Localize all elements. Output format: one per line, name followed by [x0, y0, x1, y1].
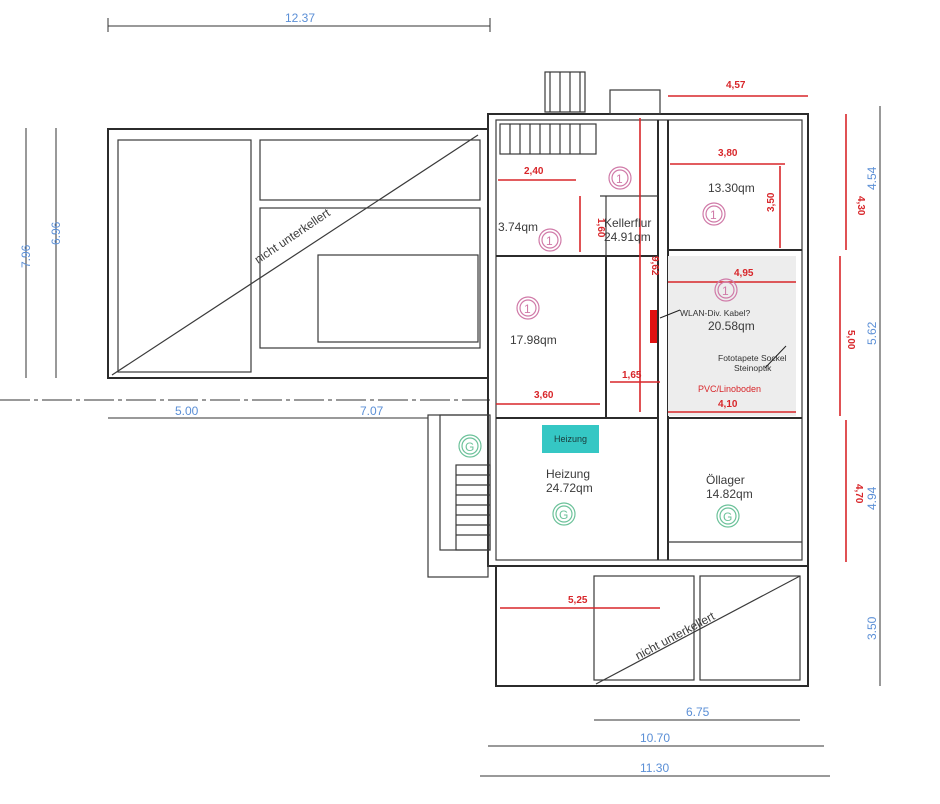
- note-fototapete-2: Steinoptik: [734, 363, 772, 373]
- fototapete-leader: [764, 345, 787, 369]
- dim-red-heating-width: 5,25: [568, 595, 588, 606]
- top-dimension: 12.37: [107, 11, 491, 32]
- dim-red-room13-width: 3,80: [718, 148, 738, 159]
- oellager-name: Öllager: [706, 473, 745, 487]
- heizung-marker-label: Heizung: [553, 434, 588, 444]
- dim-right-lower: 4.94: [865, 486, 879, 510]
- dim-bottom-1: 6.75: [686, 705, 710, 719]
- dim-right-bottom: 3.50: [865, 616, 879, 640]
- dim-red-right-upper: 4,30: [855, 196, 866, 216]
- kellerflur-area: 24.91qm: [604, 230, 651, 244]
- lower-unbasement-block: nicht unterkellert: [495, 565, 809, 687]
- room-20-area: 20.58qm: [708, 319, 755, 333]
- note-fototapete-1: Fototapete Sockel: [718, 353, 787, 363]
- dim-red-passage: 1,65: [622, 370, 642, 381]
- dim-red-oil-height: 4,70: [853, 484, 864, 504]
- dim-red-corridor-width: 2,40: [524, 166, 544, 177]
- dim-red-room20-width: 4,95: [734, 268, 754, 279]
- left-dimensions: 7.96 6.96: [19, 128, 63, 378]
- label-not-basement-bottom: nicht unterkellert: [633, 609, 718, 663]
- left-unbasement-block: nicht unterkellert: [107, 128, 489, 379]
- dim-red-top-stair: 4,57: [726, 80, 746, 91]
- dim-red-room17-width: 3,60: [534, 390, 554, 401]
- dim-red-room20-bottom: 4,10: [718, 399, 738, 410]
- dim-top-total: 12.37: [285, 11, 315, 25]
- dim-right-mid: 5.62: [865, 321, 879, 345]
- room-17-area: 17.98qm: [510, 333, 557, 347]
- small-room-area: 3.74qm: [498, 220, 538, 234]
- wlan-marker: [650, 310, 657, 343]
- marker-5: 1: [722, 284, 729, 298]
- note-floor: PVC/Linoboden: [698, 384, 761, 394]
- oellager-area: 14.82qm: [706, 487, 753, 501]
- right-dimensions: 4.54 5.62 4.94 3.50: [865, 106, 881, 686]
- annotations: WLAN-Div. Kabel? Fototapete Sockel Stein…: [680, 308, 787, 394]
- dim-mid-right: 7.07: [360, 404, 384, 418]
- bottom-dimensions: 6.75 10.70 11.30: [480, 705, 830, 777]
- marker-3: 1: [546, 234, 553, 248]
- stairs-outside-top: [544, 71, 661, 115]
- dim-red-corridor-length: 9,62: [649, 256, 660, 276]
- note-wlan: WLAN-Div. Kabel?: [680, 308, 750, 318]
- kellerflur-name: Kellerflur: [604, 216, 651, 230]
- dim-bottom-3: 11.30: [640, 761, 669, 775]
- wlan-leader: [659, 309, 681, 319]
- room-labels: 13.30qm Kellerflur 24.91qm 3.74qm 17.98q…: [498, 181, 755, 501]
- dim-red-small-height: 1,60: [595, 218, 606, 238]
- pink-markers: 1 1 1 1 1: [516, 166, 738, 320]
- dim-mid-left: 5.00: [175, 404, 199, 418]
- heizung-name: Heizung: [546, 467, 590, 481]
- marker-g-3: G: [723, 510, 732, 524]
- dim-bottom-2: 10.70: [640, 731, 670, 745]
- stairs-top: [499, 123, 597, 155]
- marker-g-1: G: [465, 440, 474, 454]
- room-13-area: 13.30qm: [708, 181, 755, 195]
- heizung-marker-box: [542, 425, 599, 453]
- dim-left-inner: 6.96: [49, 221, 63, 245]
- marker-4: 1: [524, 302, 531, 316]
- dim-red-room13-height: 3,50: [766, 192, 777, 212]
- red-dimensions: 4,57 3,80 3,50 4,30 2,40 1,60 9,62 4,95 …: [496, 80, 866, 609]
- dim-right-top: 4.54: [865, 166, 879, 190]
- heizung-area: 24.72qm: [546, 481, 593, 495]
- dim-red-room20-height: 5,00: [845, 330, 856, 350]
- mid-dimension: 5.00 7.07: [0, 399, 490, 419]
- marker-2: 1: [710, 208, 717, 222]
- marker-1: 1: [616, 172, 623, 186]
- marker-g-2: G: [559, 508, 568, 522]
- stairs-outside-left: [427, 414, 491, 578]
- green-markers: G G G: [458, 434, 740, 528]
- dim-left-outer: 7.96: [19, 244, 33, 268]
